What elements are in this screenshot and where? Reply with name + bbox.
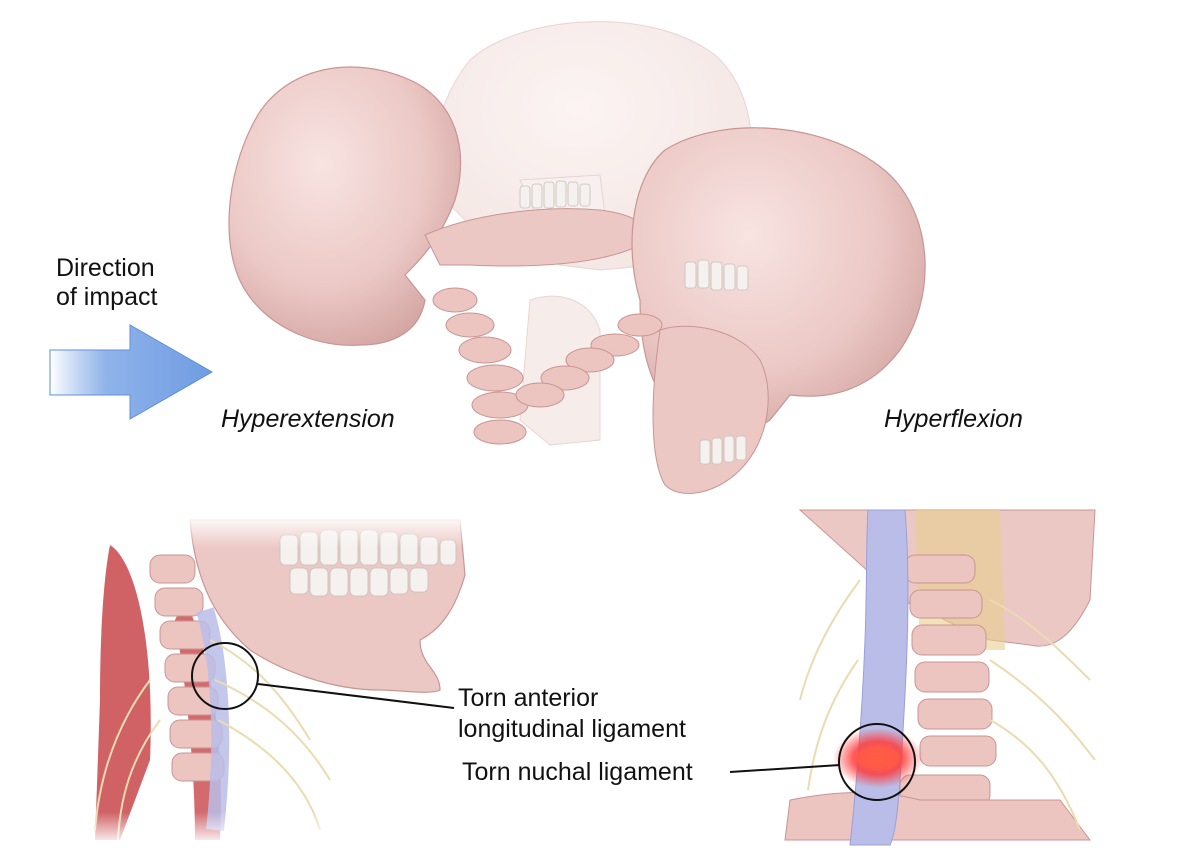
- impact-arrow: [49, 324, 214, 420]
- hyperextension-label: Hyperextension: [221, 405, 395, 433]
- skull-hyperextension: [228, 66, 647, 445]
- torn-anterior-ligament-label: Torn anterior longitudinal ligament: [458, 683, 686, 745]
- hyperflexion-label: Hyperflexion: [884, 405, 1023, 433]
- inset-hyperextension: [90, 515, 470, 845]
- skull-hyperflexion: [515, 127, 926, 494]
- direction-of-impact-label: Direction of impact: [56, 254, 157, 312]
- direction-line-1: Direction: [56, 254, 155, 282]
- anterior-line-1: Torn anterior: [458, 684, 599, 712]
- callout-nuchal: [729, 723, 916, 801]
- torn-nuchal-ligament-label: Torn nuchal ligament: [462, 758, 693, 786]
- callout-anterior: [191, 642, 455, 710]
- inset-hyperflexion: [784, 505, 1100, 846]
- direction-line-2: of impact: [56, 283, 158, 311]
- anterior-line-2: longitudinal ligament: [458, 715, 686, 743]
